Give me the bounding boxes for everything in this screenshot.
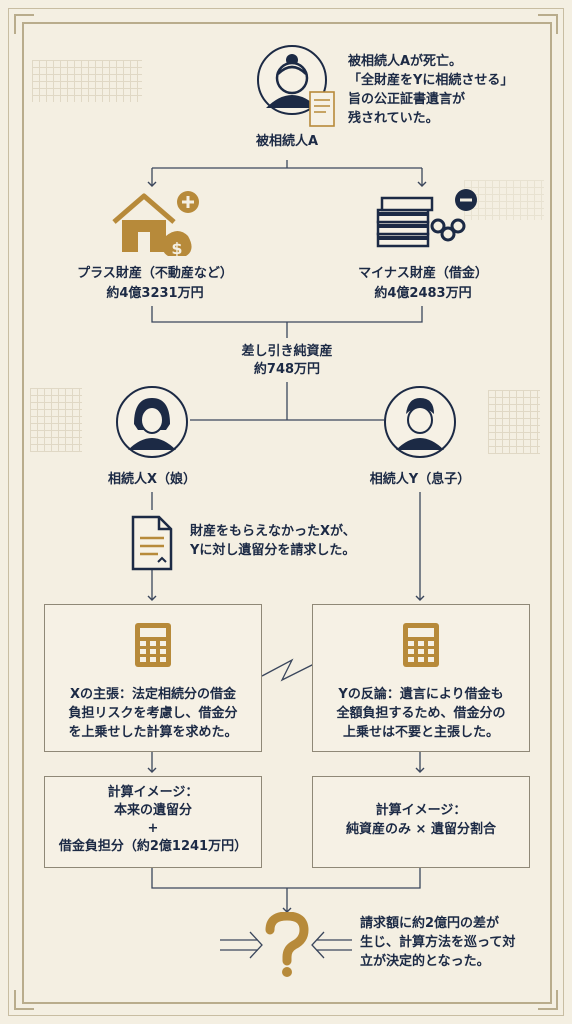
y-calc-text: 計算イメージ： 純資産のみ × 遺留分割合: [313, 801, 529, 839]
result-line: 生じ、計算方法を巡って対: [360, 935, 516, 950]
plus-asset-amount: 約4億3231万円: [106, 286, 204, 301]
question-mark-icon: [265, 912, 309, 977]
heir-y-label: 相続人Y（息子）: [369, 472, 471, 487]
x-argument-box: Xの主張：法定相続分の借金 負担リスクを考慮し、借金分 を上乗せした計算を求めた…: [44, 604, 262, 752]
outer-frame: [8, 8, 564, 1016]
note-line: 残されていた。: [348, 111, 439, 126]
decedent-note: 被相続人Aが死亡。 「全財産をYに相続させる」 旨の公正証書遺言が 残されていた…: [348, 52, 538, 128]
minus-asset-amount: 約4億2483万円: [374, 286, 472, 301]
y-argument-line: 全額負担するため、借金分の: [336, 706, 506, 721]
plus-asset-title: プラス財産（不動産など）: [77, 266, 233, 281]
note-line: 「全財産をYに相続させる」: [348, 73, 514, 88]
elderly-person-icon: [257, 45, 335, 127]
x-calc-text: 計算イメージ： 本来の遺留分 + 借金負担分（約2億1241万円）: [45, 784, 261, 856]
y-argument-box: Yの反論：遺言により借金も 全額負担するため、借金分の 上乗せは不要と主張した。: [312, 604, 530, 752]
minus-asset-title: マイナス財産（借金）: [358, 266, 488, 281]
claim-text: 財産をもらえなかったXが、 Yに対し遺留分を請求した。: [190, 522, 410, 560]
x-calc-line: +: [147, 821, 159, 836]
y-calc-line: 純資産のみ × 遺留分割合: [346, 822, 496, 837]
y-argument-line: Yの反論：遺言により借金も: [338, 687, 504, 702]
x-calc-line: 計算イメージ：: [107, 785, 199, 800]
x-argument-line: を上乗せした計算を求めた。: [68, 725, 238, 740]
x-argument-line: Xの主張：法定相続分の借金: [69, 687, 237, 702]
corner-ornament: [538, 14, 558, 34]
svg-text:$: $: [171, 239, 182, 258]
x-calc-line: 借金負担分（約2億1241万円）: [58, 839, 248, 854]
decedent-label: 被相続人A: [255, 134, 319, 149]
inner-frame: [22, 22, 552, 1004]
x-argument-text: Xの主張：法定相続分の借金 負担リスクを考慮し、借金分 を上乗せした計算を求めた…: [45, 685, 261, 742]
note-line: 被相続人Aが死亡。: [348, 54, 463, 69]
heir-x-label: 相続人X（娘）: [107, 472, 197, 487]
y-calc-line: 計算イメージ：: [375, 803, 467, 818]
corner-ornament: [14, 990, 34, 1010]
result-line: 立が決定的となった。: [360, 954, 490, 969]
claim-line: Yに対し遺留分を請求した。: [190, 543, 356, 558]
corner-ornament: [14, 14, 34, 34]
x-calc-box: 計算イメージ： 本来の遺留分 + 借金負担分（約2億1241万円）: [44, 776, 262, 868]
result-line: 請求額に約2億円の差が: [360, 916, 500, 931]
debt-money-icon: [376, 189, 477, 248]
y-calc-box: 計算イメージ： 純資産のみ × 遺留分割合: [312, 776, 530, 868]
calculator-icon: [135, 623, 171, 667]
corner-ornament: [538, 990, 558, 1010]
son-avatar-icon: [384, 386, 456, 458]
x-argument-line: 負担リスクを考慮し、借金分: [68, 706, 238, 721]
daughter-avatar-icon: [116, 386, 188, 458]
net-assets-amount: 約748万円: [253, 362, 321, 377]
decor-grid: [32, 60, 142, 102]
decor-grid: [464, 180, 544, 220]
note-line: 旨の公正証書遺言が: [348, 92, 466, 107]
x-calc-line: 本来の遺留分: [113, 803, 192, 818]
decor-grid: [30, 388, 82, 452]
decor-grid: [488, 390, 540, 454]
claim-line: 財産をもらえなかったXが、: [190, 524, 356, 539]
result-text: 請求額に約2億円の差が 生じ、計算方法を巡って対 立が決定的となった。: [360, 914, 540, 971]
calculator-icon: [403, 623, 439, 667]
net-assets-title: 差し引き純資産: [241, 344, 333, 359]
y-argument-text: Yの反論：遺言により借金も 全額負担するため、借金分の 上乗せは不要と主張した。: [313, 685, 529, 742]
house-money-icon: $: [112, 191, 199, 258]
document-icon: [131, 515, 173, 571]
y-argument-line: 上乗せは不要と主張した。: [342, 725, 499, 740]
